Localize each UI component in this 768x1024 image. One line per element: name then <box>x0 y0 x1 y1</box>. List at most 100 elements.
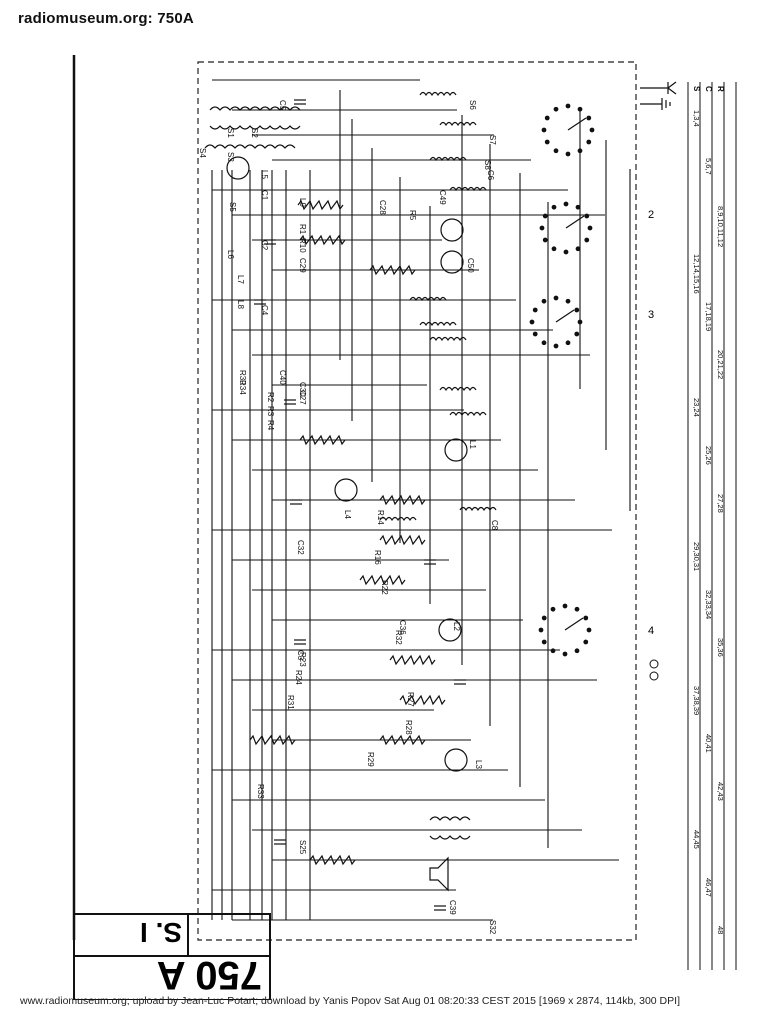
component-label: L3 <box>474 760 483 769</box>
component-label: S2 <box>250 128 259 138</box>
component-label: S5 <box>228 202 237 212</box>
switch-contact-icon <box>589 127 595 133</box>
terminal-icon <box>649 659 659 669</box>
component-label: C39 <box>448 900 457 915</box>
switch-wiper-icon <box>567 117 587 131</box>
table-cell: 20,21,22 <box>716 350 725 379</box>
component-label: R10 <box>298 238 307 253</box>
component-label: R28 <box>404 720 413 735</box>
model-number: 750 A <box>157 953 262 997</box>
circuit-components <box>204 91 595 911</box>
table-cell: 44,45 <box>692 830 701 849</box>
transformer-coil <box>209 125 301 130</box>
switch-contact-icon <box>551 204 557 210</box>
resistor-icon <box>309 854 356 866</box>
table-cell: 32,33,34 <box>704 590 713 619</box>
switch-contact-icon <box>553 343 559 349</box>
table-cell: 29,30,31 <box>692 542 701 571</box>
component-label: L5 <box>260 170 269 179</box>
switch-contact-icon <box>575 204 581 210</box>
table-row-label: S <box>692 86 701 92</box>
component-label: C27 <box>298 390 307 405</box>
component-label: R32 <box>394 630 403 645</box>
switch-contact-icon <box>539 225 545 231</box>
component-label: R24 <box>294 670 303 685</box>
transformer-coil <box>204 144 296 149</box>
component-label: S4 <box>198 148 207 158</box>
switch-contact-icon <box>565 151 571 157</box>
switch-contact-icon <box>550 648 556 654</box>
switch-contact-icon <box>541 127 547 133</box>
table-row-label: C <box>704 86 713 92</box>
resistor-icon <box>379 534 426 546</box>
component-label: S6 <box>468 100 477 110</box>
section-number: 4 <box>648 625 654 637</box>
component-labels: S1S4S2S3L5S5S6S7S8C1C2C3C4C5C6C8C27C28C2… <box>198 100 499 935</box>
component-label: R3 <box>266 406 275 417</box>
table-cell: 1,3,4 <box>692 110 701 127</box>
switch-contact-icon <box>553 295 559 301</box>
switch-contact-icon <box>584 237 590 243</box>
switch-contact-icon <box>529 319 535 325</box>
table-cell: 37,38,39 <box>692 686 701 715</box>
switch-contact-icon <box>587 225 593 231</box>
switch-contact-icon <box>544 139 550 145</box>
component-label: L7 <box>236 275 245 284</box>
component-label: C5 <box>278 100 287 111</box>
switch-contact-icon <box>575 246 581 252</box>
component-label: S32 <box>488 920 497 935</box>
component-label: R27 <box>406 692 415 707</box>
switch-contact-icon <box>565 103 571 109</box>
switch-contact-icon <box>532 331 538 337</box>
download-info: www.radiomuseum.org; upload by Jean-Luc … <box>20 995 680 1007</box>
component-label: R33 <box>256 784 265 799</box>
antenna-icon <box>640 81 677 95</box>
switch-contact-icon <box>538 627 544 633</box>
vacuum-tube-icon <box>444 438 468 462</box>
component-label: R31 <box>286 695 295 710</box>
table-cell: 17,18,19 <box>704 302 713 331</box>
component-label: S3 <box>226 152 235 162</box>
switch-wiper-icon <box>565 215 585 229</box>
component-label: R5 <box>408 210 417 221</box>
coil-icon <box>439 121 477 127</box>
switch-contact-icon <box>553 148 559 154</box>
component-label: C29 <box>298 258 307 273</box>
resistor-icon <box>399 694 446 706</box>
vacuum-tube-icon <box>440 250 464 274</box>
coil-icon <box>459 506 497 512</box>
transformer-coil <box>429 816 471 821</box>
switch-wiper-icon <box>564 617 584 631</box>
switch-table <box>687 82 737 970</box>
switch-contact-icon <box>550 606 556 612</box>
component-label: C40 <box>278 370 287 385</box>
table-cell: 5,6,7 <box>704 158 713 175</box>
pilot-lamp-icon <box>226 156 250 180</box>
component-label: C30 <box>298 382 307 397</box>
switch-contact-icon <box>577 148 583 154</box>
switch-contact-icon <box>541 298 547 304</box>
switch-contact-icon <box>577 319 583 325</box>
component-label: R2 <box>266 392 275 403</box>
switch-contact-icon <box>532 307 538 313</box>
coil-icon <box>379 516 417 522</box>
vacuum-tube-icon <box>334 478 358 502</box>
table-cell: 23,24 <box>692 398 701 417</box>
switch-contact-icon <box>563 249 569 255</box>
table-cell: 25,26 <box>704 446 713 465</box>
switch-contact-icon <box>574 648 580 654</box>
component-label: R34 <box>238 380 247 395</box>
switch-contact-icon <box>584 213 590 219</box>
component-label: R30 <box>238 370 247 385</box>
component-label: C6 <box>486 170 495 181</box>
component-label: R1 <box>298 224 307 235</box>
resistor-icon <box>249 734 296 746</box>
component-label: R16 <box>373 550 382 565</box>
switch-contact-icon <box>565 340 571 346</box>
vacuum-tube-icon <box>440 218 464 242</box>
transformer-coil <box>209 106 301 111</box>
component-label: R22 <box>380 580 389 595</box>
switch-contact-icon <box>541 340 547 346</box>
switch-contact-icon <box>542 213 548 219</box>
component-label: L6 <box>226 250 235 259</box>
